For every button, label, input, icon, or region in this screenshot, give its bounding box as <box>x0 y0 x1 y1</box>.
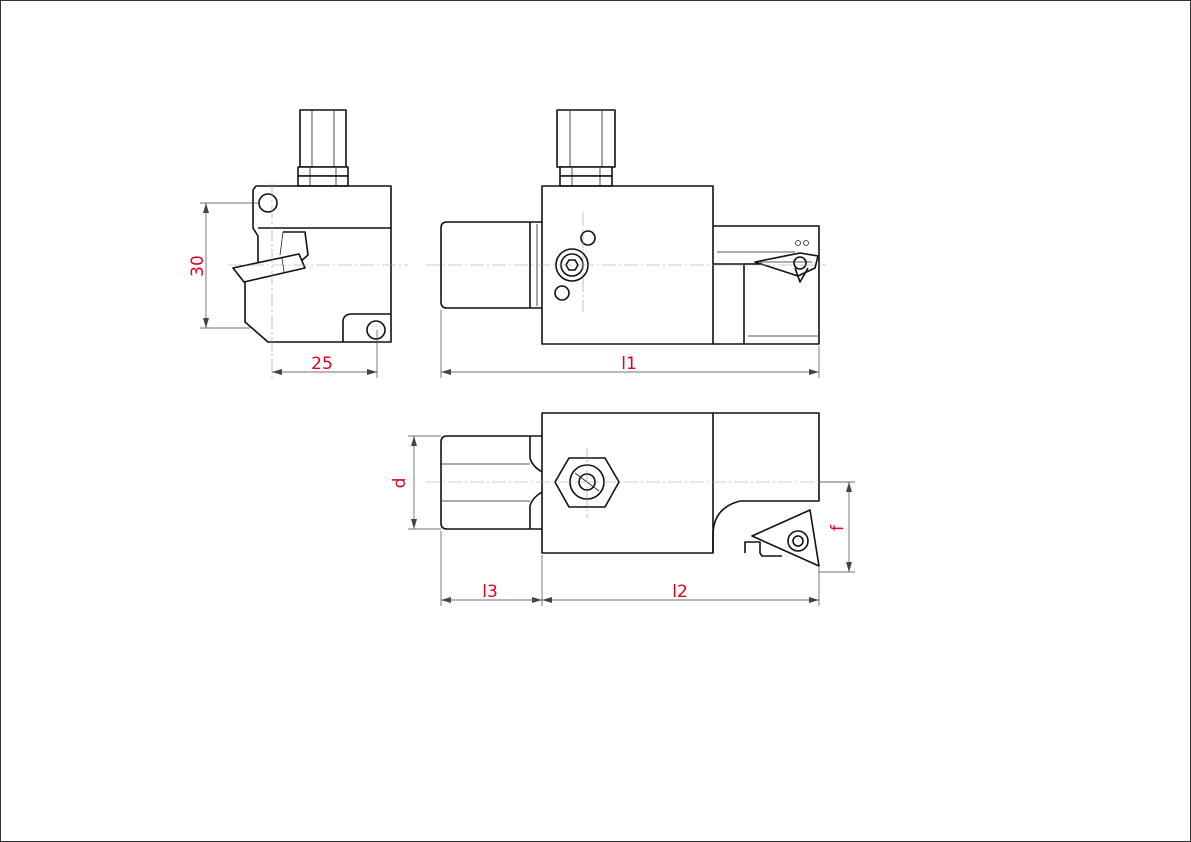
tool-head-front <box>713 225 820 345</box>
shank-top <box>440 435 542 530</box>
screw-hole-bottom <box>366 320 386 340</box>
top-view <box>408 412 855 606</box>
coolant-fitting-side <box>297 109 349 187</box>
insert-blade-side <box>232 253 306 283</box>
dim-l1: l1 <box>621 354 637 374</box>
main-block-top <box>541 412 714 554</box>
dim-l3: l3 <box>482 582 498 602</box>
screw-hole-top <box>258 193 278 213</box>
dim-d: d <box>390 478 410 489</box>
tool-head-top <box>712 412 820 553</box>
dim-width-25: 25 <box>311 354 333 374</box>
dim-height-30: 30 <box>188 255 208 277</box>
shank-front <box>440 221 542 309</box>
side-view <box>200 109 408 378</box>
triangle-insert-top <box>751 509 820 567</box>
coolant-fitting-front <box>556 109 616 187</box>
dim-f: f <box>828 524 848 531</box>
insert-front <box>754 252 819 277</box>
dim-l2: l2 <box>672 582 688 602</box>
front-view <box>426 109 826 378</box>
